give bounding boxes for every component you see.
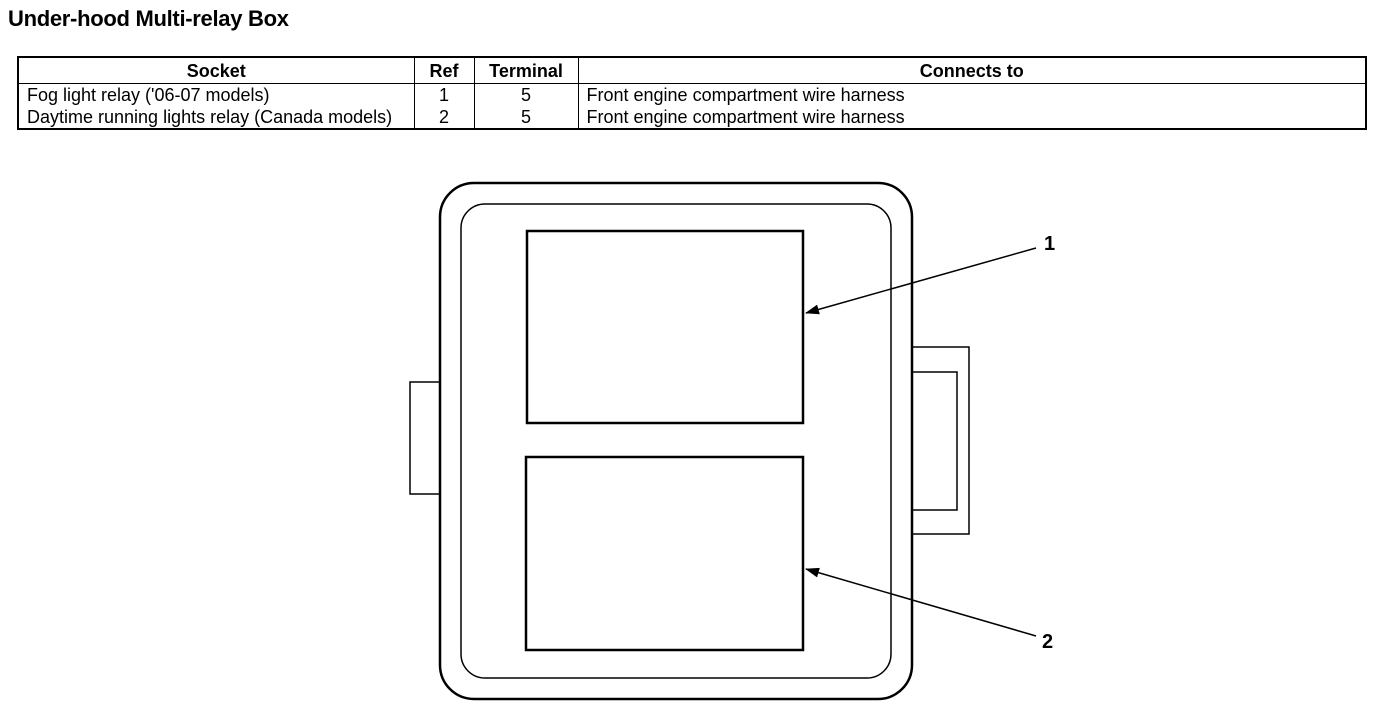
relay-socket-2 (524, 455, 805, 652)
header-ref: Ref (413, 57, 474, 84)
cell-terminal: 5 (473, 83, 578, 106)
callout-leader-2 (805, 567, 1037, 637)
left-tab (409, 381, 441, 495)
cell-ref: 2 (413, 106, 474, 129)
cell-socket: Fog light relay ('06-07 models) (27, 85, 270, 105)
cell-ref: 1 (413, 83, 474, 106)
page-title: Under-hood Multi-relay Box (8, 6, 289, 31)
table-header-row: Socket Ref Terminal Connects to (18, 57, 1366, 84)
socket-table: Socket Ref Terminal Connects to Fog ligh… (17, 56, 1367, 130)
header-terminal: Terminal (473, 57, 578, 84)
relay-box-inner-rim (460, 203, 892, 679)
relay-socket-1 (525, 229, 805, 425)
callout-label-2: 2 (1042, 631, 1053, 653)
callout-leader-1 (805, 247, 1037, 315)
callout-label-1: 1 (1044, 233, 1055, 255)
cell-terminal: 5 (473, 106, 578, 129)
table-row: Daytime running lights relay (Canada mod… (18, 106, 1366, 129)
header-socket: Socket (18, 57, 414, 84)
cell-socket: Daytime running lights relay (Canada mod… (27, 107, 393, 127)
table-row: Fog light relay ('06-07 models) 1 5 Fron… (18, 83, 1366, 106)
right-tab (911, 346, 970, 535)
right-tab-inner (911, 371, 958, 511)
cell-connects-to: Front engine compartment wire harness (577, 106, 1366, 129)
cell-connects-to: Front engine compartment wire harness (577, 83, 1366, 106)
header-connects-to: Connects to (577, 57, 1366, 84)
